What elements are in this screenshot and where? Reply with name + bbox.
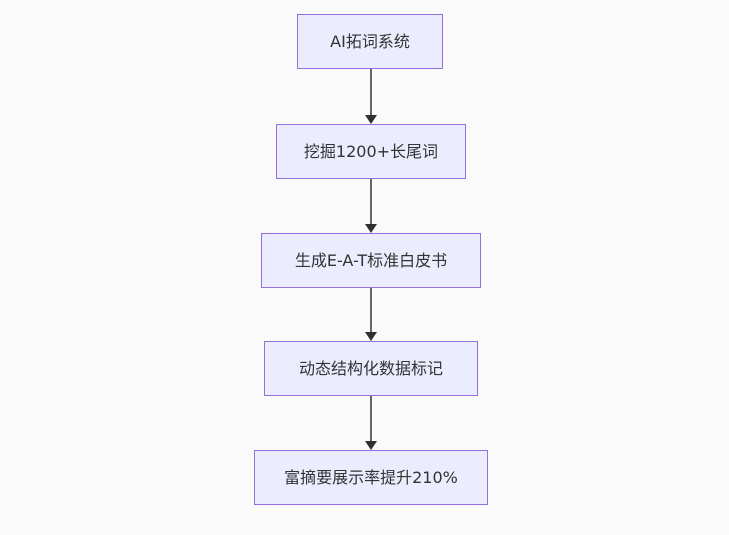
flow-edge-1 bbox=[365, 69, 377, 124]
flow-edge-4 bbox=[365, 396, 377, 450]
node-label: 富摘要展示率提升210% bbox=[284, 467, 458, 487]
flow-node-dynamic-structured-data-markup: 动态结构化数据标记 bbox=[264, 341, 478, 396]
node-label: 挖掘1200+长尾词 bbox=[303, 141, 439, 161]
edge-line bbox=[370, 288, 372, 332]
flow-edge-3 bbox=[365, 288, 377, 341]
flow-edge-2 bbox=[365, 179, 377, 233]
arrowhead-down-icon bbox=[365, 441, 377, 450]
node-label: 动态结构化数据标记 bbox=[298, 358, 443, 378]
edge-line bbox=[370, 179, 372, 224]
flow-node-ai-word-expansion-system: AI拓词系统 bbox=[297, 14, 443, 69]
arrowhead-down-icon bbox=[365, 332, 377, 341]
flow-node-rich-snippet-rate-increase: 富摘要展示率提升210% bbox=[254, 450, 488, 505]
node-label: 生成E-A-T标准白皮书 bbox=[294, 250, 448, 270]
edge-line bbox=[370, 69, 372, 115]
node-label: AI拓词系统 bbox=[330, 31, 410, 51]
edge-line bbox=[370, 396, 372, 441]
arrowhead-down-icon bbox=[365, 115, 377, 124]
flow-node-mine-longtail-keywords: 挖掘1200+长尾词 bbox=[276, 124, 466, 179]
flow-node-generate-eat-whitepaper: 生成E-A-T标准白皮书 bbox=[261, 233, 481, 288]
arrowhead-down-icon bbox=[365, 224, 377, 233]
